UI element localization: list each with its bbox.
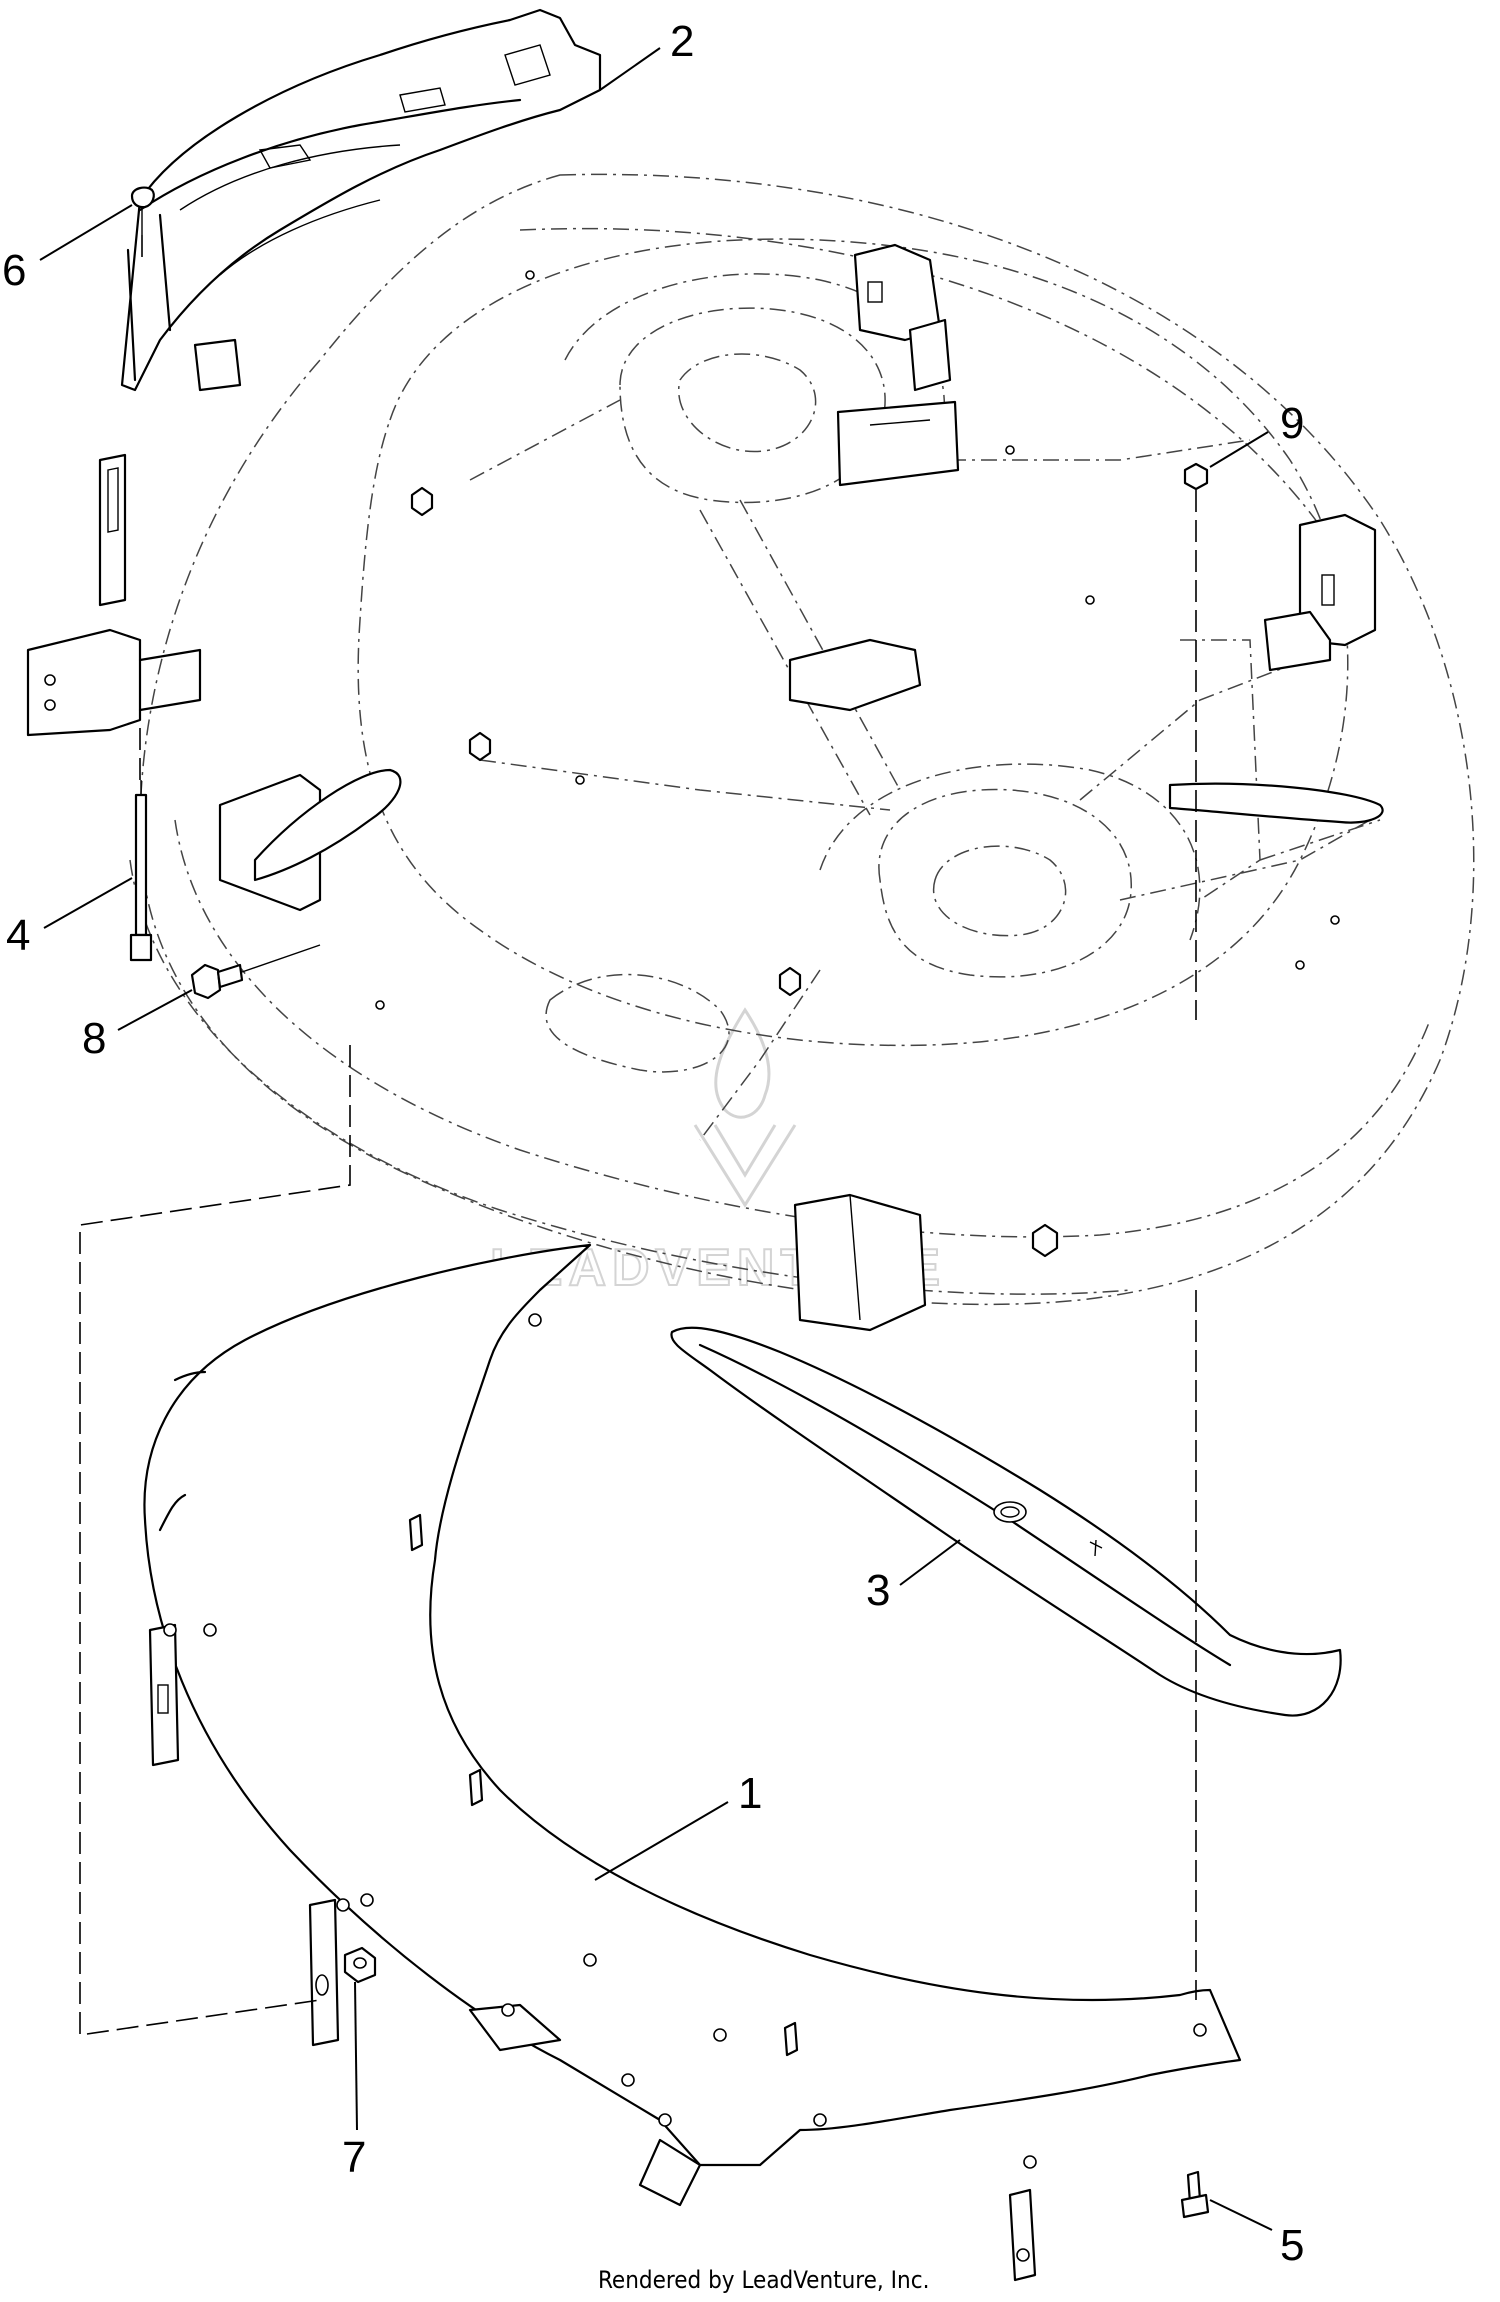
callout-8: 8 xyxy=(82,1014,106,1063)
leader-8 xyxy=(117,989,193,1031)
callout-7: 7 xyxy=(342,2133,366,2182)
callout-6: 6 xyxy=(2,246,26,295)
leader-6 xyxy=(39,204,133,261)
leader-3 xyxy=(899,1539,961,1586)
nut-9 xyxy=(1183,462,1209,491)
bolt-4 xyxy=(129,780,153,962)
leader-2 xyxy=(599,47,661,91)
bolt-5 xyxy=(1180,2170,1210,2219)
bolt-6 xyxy=(130,186,155,235)
callout-5: 5 xyxy=(1280,2221,1304,2270)
leader-5 xyxy=(1209,2199,1273,2231)
leader-7 xyxy=(354,1981,358,2131)
callout-2: 2 xyxy=(670,17,694,66)
callout-1: 1 xyxy=(738,1769,762,1818)
discharge-chute xyxy=(120,8,602,392)
leader-lines xyxy=(39,47,1273,2231)
bolt-8 xyxy=(190,944,321,1000)
leader-4 xyxy=(43,877,133,929)
callout-3: 3 xyxy=(866,1566,890,1615)
deck-brackets xyxy=(26,243,1384,1332)
mower-blade xyxy=(670,1326,1342,1717)
assembly-lines xyxy=(79,235,1197,2036)
callout-4: 4 xyxy=(6,911,30,960)
leader-1 xyxy=(594,1801,729,1881)
render-credit: Rendered by LeadVenture, Inc. xyxy=(598,2266,929,2294)
leader-9 xyxy=(1209,431,1269,468)
baffle-plate xyxy=(143,1243,1242,2282)
callout-9: 9 xyxy=(1280,399,1304,448)
callout-labels: 1 2 3 4 5 6 7 8 9 xyxy=(2,17,1304,2270)
mower-deck-housing xyxy=(129,173,1475,1306)
